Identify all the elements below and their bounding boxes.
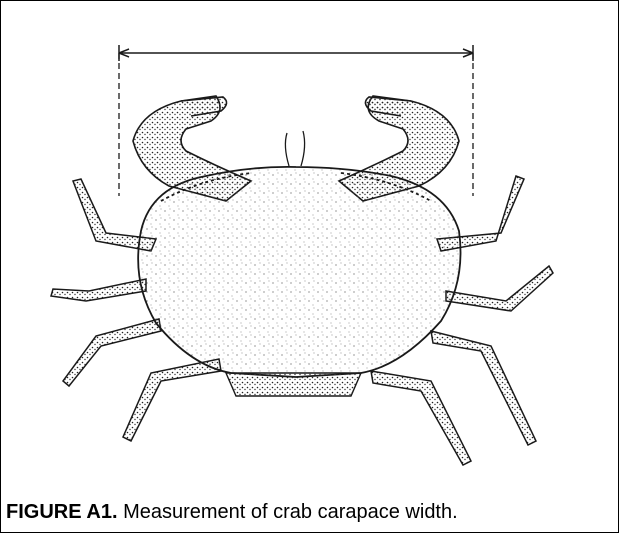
- figure-caption-text: Measurement of crab carapace width.: [123, 501, 458, 523]
- width-measurement-line: [119, 45, 473, 61]
- abdomen: [226, 373, 361, 396]
- antennae: [285, 131, 304, 166]
- crab-illustration: [1, 1, 618, 496]
- figure-caption: FIGURE A1. Measurement of crab carapace …: [6, 501, 458, 524]
- carapace: [138, 167, 460, 377]
- figure-label: FIGURE A1.: [6, 501, 118, 523]
